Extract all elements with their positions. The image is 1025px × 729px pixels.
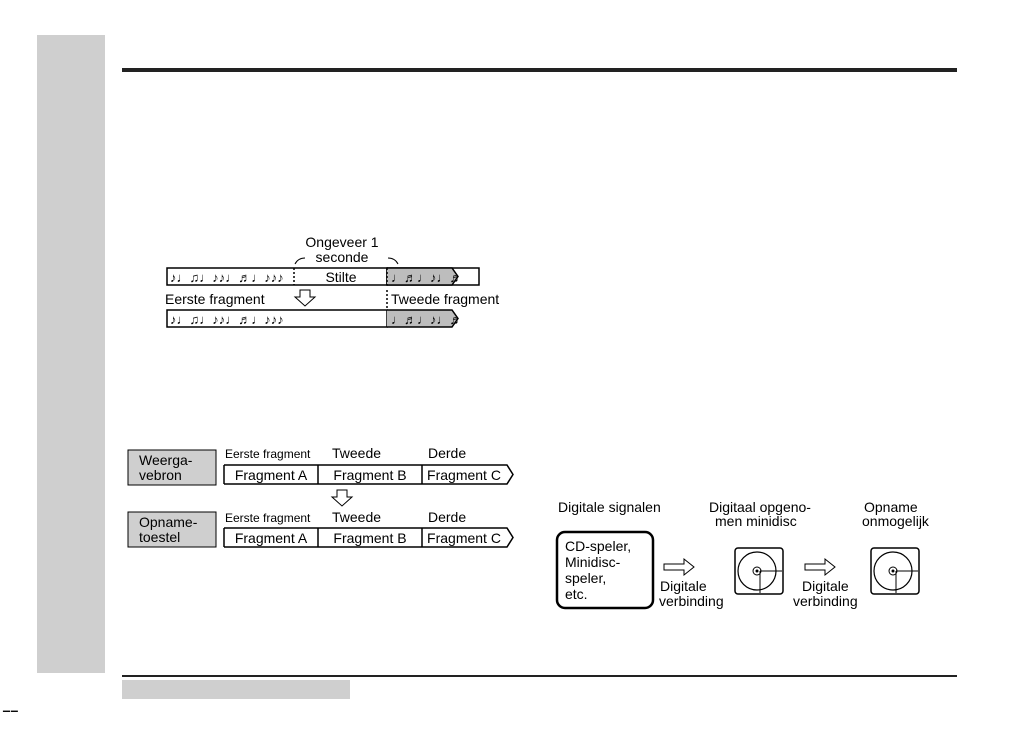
source-device-box (555, 530, 655, 610)
duration-label-2: seconde (316, 249, 369, 265)
frag-a-bottom: Fragment A (235, 530, 308, 546)
first-fragment-label: Eerste fragment (165, 291, 265, 307)
minidisc-icon (734, 547, 784, 595)
disc-title-1: Digitaal opgeno- (709, 499, 811, 515)
notes-bottom-first: ♪♩♫♩♪♪♩♬♩♪♪♪ (170, 312, 284, 327)
source-line-3: speler, (565, 570, 606, 586)
second-fragment-label: Tweede fragment (391, 291, 499, 307)
footer-bar (122, 680, 350, 699)
frag-a-top: Fragment A (235, 467, 308, 483)
right-arrow-icon (663, 557, 695, 577)
impossible-title-1: Opname (864, 499, 918, 515)
down-arrow-icon (330, 489, 354, 507)
footer-rule (122, 675, 957, 677)
recorder-label-2: toestel (139, 529, 180, 545)
frag-b-top: Fragment B (333, 467, 406, 483)
bracket-left (294, 257, 306, 265)
impossible-title-2: onmogelijk (862, 513, 930, 529)
page-mark: ▔▔ (3, 711, 19, 721)
duration-label-1: Ongeveer 1 (305, 234, 378, 250)
minidisc-icon (870, 547, 920, 595)
bracket-right (387, 257, 399, 265)
notes-top-first: ♪♩♫♩♪♪♩♬♩♪♪♪ (170, 270, 284, 285)
strip-top-second-bg (387, 268, 458, 285)
col-third-bottom: Derde (428, 509, 466, 525)
right-arrow-icon (804, 557, 836, 577)
col-second-bottom: Tweede (332, 509, 381, 525)
col-first-top: Eerste fragment (225, 447, 311, 461)
conn2-line-2: verbinding (793, 593, 858, 609)
conn1-line-2: verbinding (659, 593, 724, 609)
notes-top-second: ♩♬♩♪♩♬ (391, 270, 463, 285)
conn1-line-1: Digitale (660, 578, 707, 594)
disc-title-2: men minidisc (715, 513, 797, 529)
col-third-top: Derde (428, 445, 466, 461)
notes-bottom-second: ♩♬♩♪♩♬ (391, 312, 463, 327)
source-box (127, 449, 217, 486)
recorder-box (127, 511, 217, 548)
silence-label: Stilte (325, 269, 356, 285)
frag-c-bottom: Fragment C (427, 530, 501, 546)
frag-c-top: Fragment C (427, 467, 501, 483)
side-tab (37, 35, 105, 673)
recorder-label-1: Opname- (139, 514, 198, 530)
col-first-bottom: Eerste fragment (225, 511, 311, 525)
conn2-line-1: Digitale (802, 578, 849, 594)
signals-title: Digitale signalen (558, 499, 661, 515)
col-second-top: Tweede (332, 445, 381, 461)
source-line-1: CD-speler, (565, 538, 631, 554)
source-line-2: Minidisc- (565, 554, 621, 570)
header-rule (122, 68, 957, 72)
source-label-2: vebron (139, 467, 182, 483)
frag-b-bottom: Fragment B (333, 530, 406, 546)
fragment-diagram: Weerga- vebron Eerste fragment Tweede De… (127, 445, 514, 548)
digital-copy-diagram: Digitale signalen Digitaal opgeno- men m… (555, 499, 930, 610)
down-arrow-icon (293, 289, 317, 307)
source-line-4: etc. (565, 586, 588, 602)
silence-diagram: Ongeveer 1 seconde ♪♩♫♩♪♪♩♬♩♪♪♪ Stilte ♩… (165, 234, 499, 328)
source-label-1: Weerga- (139, 452, 193, 468)
